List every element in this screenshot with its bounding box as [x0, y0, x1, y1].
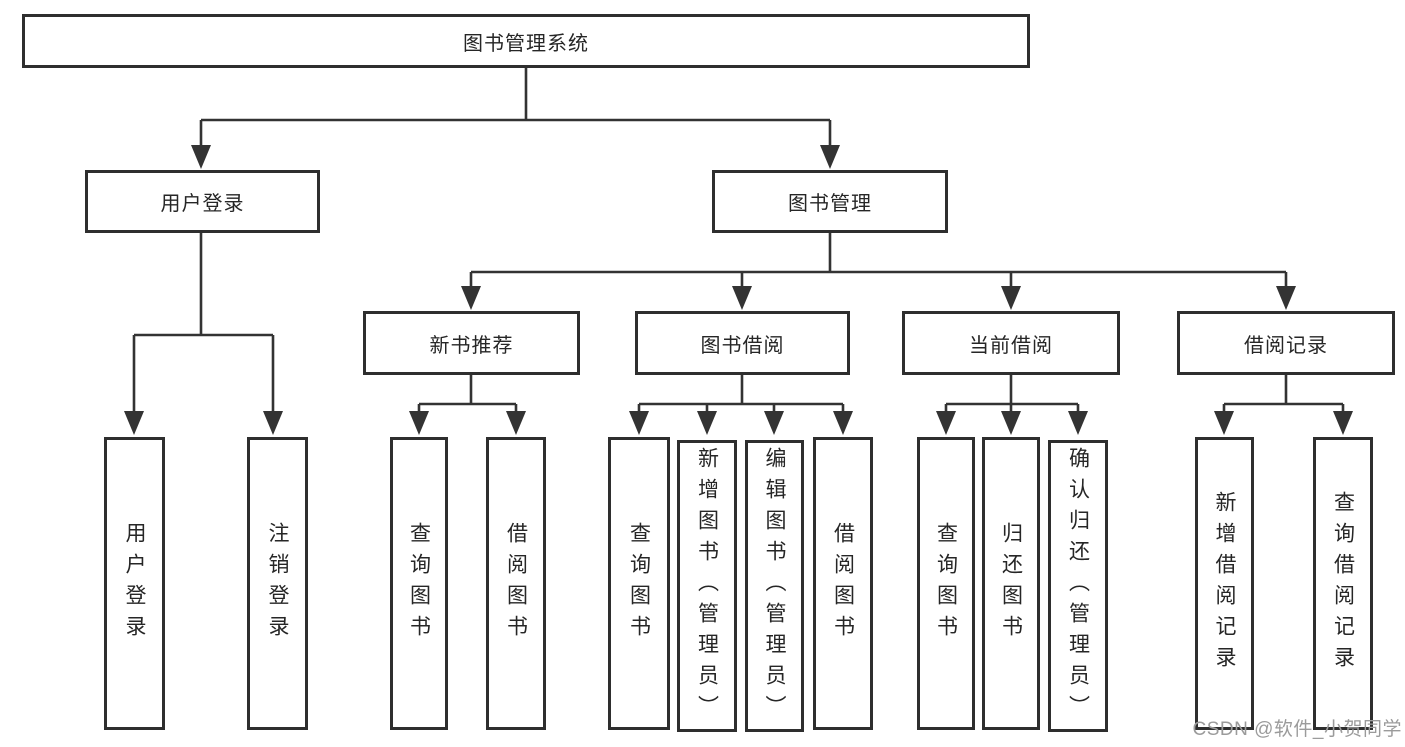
node-new-book-recommendation: 新书推荐 — [363, 311, 580, 375]
leaf-return-books: 归还图书 — [982, 437, 1040, 730]
leaf-borrow-books-recommend: 借阅图书 — [486, 437, 546, 730]
leaf-add-borrow-record: 新增借阅记录 — [1195, 437, 1254, 730]
node-label: 用户登录 — [123, 521, 146, 646]
leaf-user-login: 用户登录 — [104, 437, 165, 730]
node-label: 当前借阅 — [969, 334, 1053, 357]
node-label: 查询图书 — [934, 521, 958, 646]
node-label: 图书管理 — [788, 193, 872, 215]
node-book-management: 图书管理 — [712, 170, 948, 233]
node-label: 图书借阅 — [700, 334, 785, 357]
node-label: 借阅图书 — [504, 521, 528, 646]
leaf-query-books-current: 查询图书 — [917, 437, 975, 730]
node-label: 借阅记录 — [1244, 334, 1328, 357]
leaf-logout: 注销登录 — [247, 437, 308, 730]
node-label: 查询图书 — [627, 521, 651, 646]
csdn-watermark: CSDN @软件_小贺同学 — [1192, 719, 1402, 740]
leaf-confirm-return-admin: 确认归还（管理员） — [1048, 440, 1108, 732]
node-label: 查询借阅记录 — [1331, 490, 1355, 677]
node-label: 查询图书 — [407, 521, 431, 646]
node-label: 图书管理系统 — [463, 32, 589, 55]
leaf-query-books-recommend: 查询图书 — [390, 437, 448, 730]
node-label: 新增借阅记录 — [1213, 490, 1236, 677]
node-borrowing-records: 借阅记录 — [1177, 311, 1395, 375]
node-current-borrowing: 当前借阅 — [902, 311, 1120, 375]
leaf-add-books-admin: 新增图书（管理员） — [677, 440, 737, 732]
leaf-query-books-borrow: 查询图书 — [608, 437, 670, 730]
node-label: 归还图书 — [999, 521, 1023, 646]
node-book-borrowing: 图书借阅 — [635, 311, 850, 375]
node-library-management-system: 图书管理系统 — [22, 14, 1030, 68]
leaf-edit-books-admin: 编辑图书（管理员） — [745, 440, 804, 732]
node-user-login: 用户登录 — [85, 170, 320, 233]
node-label: 新书推荐 — [429, 334, 514, 357]
node-label: 用户登录 — [160, 193, 245, 215]
node-label: 新增图书（管理员） — [695, 446, 719, 726]
node-label: 注销登录 — [266, 521, 289, 646]
leaf-borrow-books: 借阅图书 — [813, 437, 873, 730]
node-label: 借阅图书 — [831, 521, 855, 646]
node-label: 确认归还（管理员） — [1066, 446, 1090, 726]
node-label: 编辑图书（管理员） — [763, 446, 786, 726]
leaf-query-borrow-record: 查询借阅记录 — [1313, 437, 1373, 730]
